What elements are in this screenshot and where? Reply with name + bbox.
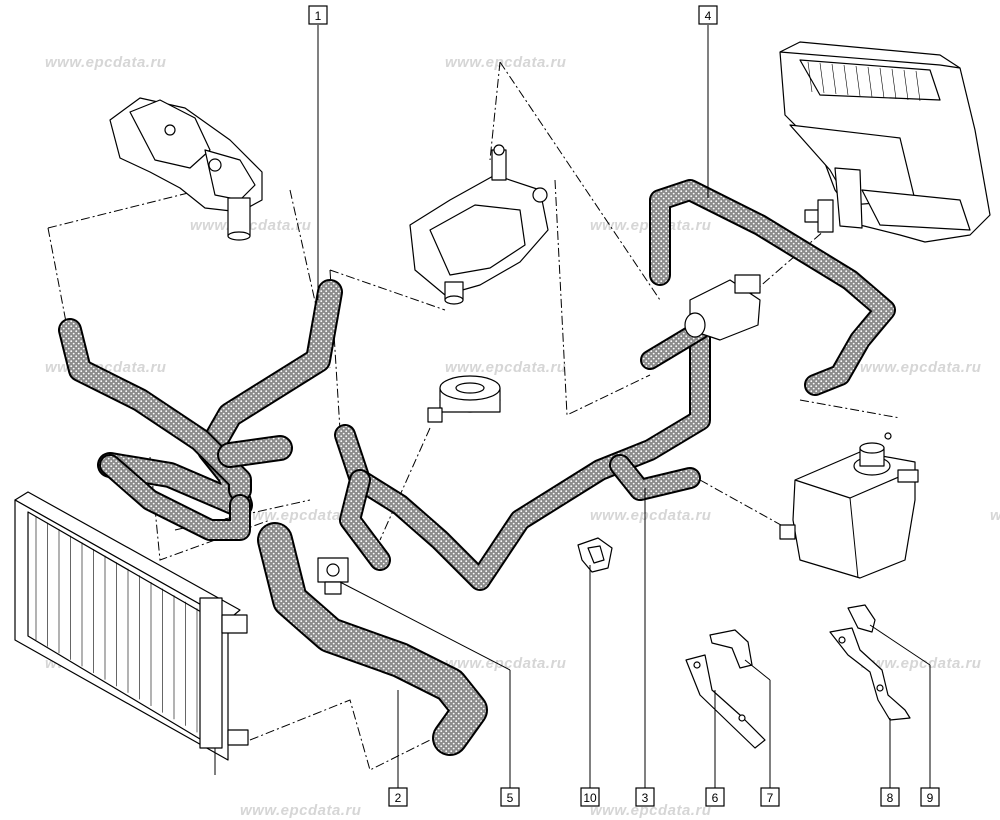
callout-number: 7 <box>767 791 774 805</box>
callout-8: 8 <box>880 787 900 807</box>
callout-number: 2 <box>395 791 402 805</box>
watermark-text: www.epcdata.ru <box>190 217 311 234</box>
expansion-tank <box>779 432 919 579</box>
callout-box <box>698 5 718 25</box>
bracket-6 <box>685 654 766 749</box>
callout-10: 10 <box>580 787 600 807</box>
clip-10 <box>577 537 613 573</box>
temperature-switch <box>317 557 349 595</box>
callout-box <box>920 787 940 807</box>
callout-1: 1 <box>308 5 328 25</box>
callout-labels: 1 2 3 4 5 6 7 8 9 10 <box>308 5 940 807</box>
callout-box <box>880 787 900 807</box>
radiator <box>14 491 249 775</box>
callout-7: 7 <box>760 787 780 807</box>
hose-4 <box>649 179 896 396</box>
callout-number: 9 <box>927 791 934 805</box>
callout-number: 4 <box>705 9 712 23</box>
callout-box <box>500 787 520 807</box>
bracket-8 <box>829 627 911 721</box>
callout-4: 4 <box>698 5 718 25</box>
hose-1 <box>58 279 343 541</box>
clip-9 <box>847 604 876 633</box>
watermark-text: www.epcdata.ru <box>445 54 566 71</box>
hose-3 <box>334 309 711 591</box>
watermark-text: www.epcdata.ru <box>860 359 981 376</box>
watermark-text: www.epcdata.ru <box>240 802 361 819</box>
watermark-text: www.epcdata.ru <box>590 507 711 524</box>
callout-number: 10 <box>583 791 597 805</box>
callout-2: 2 <box>388 787 408 807</box>
callout-5: 5 <box>500 787 520 807</box>
callout-box <box>580 787 600 807</box>
callout-box <box>635 787 655 807</box>
thermostat-housing <box>109 97 263 241</box>
callout-box <box>705 787 725 807</box>
callout-box <box>760 787 780 807</box>
hose-2 <box>257 522 488 756</box>
callout-number: 8 <box>887 791 894 805</box>
callout-leaders <box>317 25 931 790</box>
watermark-text: www.epcdata.ru <box>445 655 566 672</box>
watermark-text: www.epcdata.ru <box>860 655 981 672</box>
clip-7 <box>709 629 753 669</box>
callout-number: 6 <box>712 791 719 805</box>
water-pump-housing <box>409 144 549 305</box>
callout-box <box>388 787 408 807</box>
callout-3: 3 <box>635 787 655 807</box>
heater-box <box>779 41 991 243</box>
callout-number: 1 <box>315 9 322 23</box>
callout-9: 9 <box>920 787 940 807</box>
hose-junction <box>684 274 761 341</box>
watermark-text: www.epcdata.ru <box>990 507 1000 524</box>
watermark-text: www.epcdata.ru <box>590 802 711 819</box>
callout-6: 6 <box>705 787 725 807</box>
callout-box <box>308 5 328 25</box>
callout-number: 5 <box>507 791 514 805</box>
watermark-text: www.epcdata.ru <box>240 507 361 524</box>
coolant-sensor <box>427 375 501 423</box>
watermark-text: www.epcdata.ru <box>45 54 166 71</box>
hoses <box>58 179 896 756</box>
callout-number: 3 <box>642 791 649 805</box>
watermark-text: www.epcdata.ru <box>445 359 566 376</box>
